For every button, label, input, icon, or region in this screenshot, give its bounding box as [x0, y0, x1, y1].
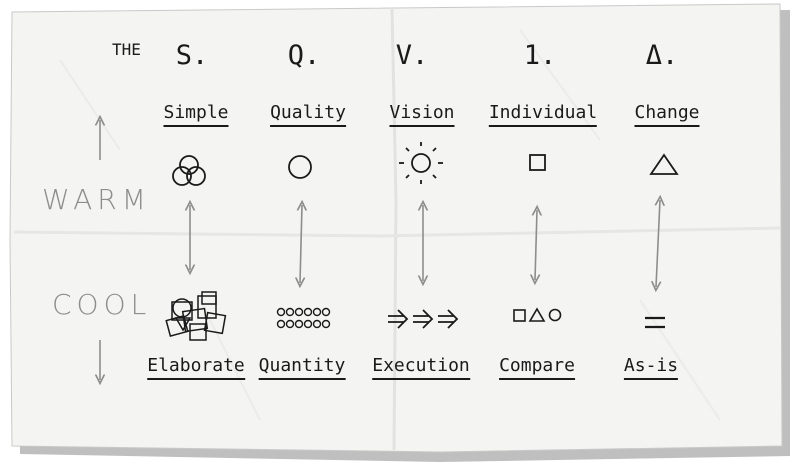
square-icon [529, 154, 546, 171]
sun-icon [399, 142, 443, 184]
header-letter-v: V. [395, 40, 429, 71]
napkin-crease [390, 7, 398, 451]
venn-circles-icon [172, 155, 206, 186]
header-prefix: THE [112, 40, 141, 59]
double-arrow [535, 210, 537, 280]
warm-word-change: Change [634, 102, 700, 127]
equals-icon [645, 316, 665, 329]
napkin-wrinkle [59, 29, 721, 421]
warm-label: WARM [42, 183, 151, 216]
messy-squares-icon [165, 291, 227, 341]
warm-word-individual: Individual [488, 102, 598, 127]
warm-word-quality: Quality [270, 102, 346, 127]
triangle-icon [649, 153, 679, 175]
header-letter-delta: Δ. [645, 40, 679, 71]
many-circles-icon [276, 307, 331, 329]
shapes-row-icon [513, 307, 562, 322]
cool-word-quantity: Quantity [258, 355, 346, 380]
warm-word-simple: Simple [163, 102, 229, 127]
cool-word-as-is: As-is [623, 355, 679, 380]
cool-word-execution: Execution [372, 355, 470, 380]
header-letter-s: S. [175, 40, 209, 71]
cool-word-elaborate: Elaborate [147, 355, 245, 380]
double-arrow [300, 205, 302, 283]
header-letter-1: 1. [523, 40, 557, 71]
header-letter-q: Q. [287, 40, 321, 71]
double-arrow [656, 200, 660, 287]
circle-icon [288, 155, 312, 179]
warm-word-vision: Vision [389, 102, 455, 127]
napkin-crease [13, 226, 781, 238]
arrows-icon [388, 309, 459, 329]
cool-word-compare: Compare [499, 355, 575, 380]
cool-label: COOL [52, 288, 152, 321]
